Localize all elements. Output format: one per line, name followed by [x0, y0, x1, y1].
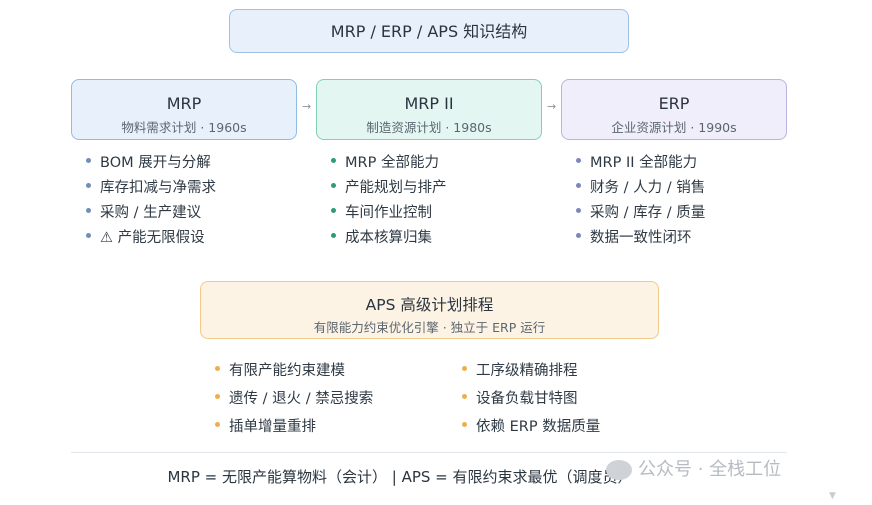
bullet-dot — [576, 208, 581, 213]
mrp2-box: MRP II 制造资源计划 · 1980s — [316, 79, 542, 140]
diagram-title: MRP / ERP / APS 知识结构 — [330, 22, 528, 41]
bullet-dot — [331, 233, 336, 238]
bullet-dot — [215, 422, 220, 427]
bullet-dot — [86, 208, 91, 213]
list-item: 采购 / 生产建议 — [86, 201, 216, 226]
list-item: MRP II 全部能力 — [576, 151, 705, 176]
bullet-dot — [331, 158, 336, 163]
bullet-dot — [86, 233, 91, 238]
arrow-mrp-to-mrp2: → — [302, 100, 312, 113]
aps-feature-list-right: 工序级精确排程 设备负载甘特图 依赖 ERP 数据质量 — [462, 357, 600, 441]
list-item: 库存扣减与净需求 — [86, 176, 216, 201]
bullet-dot — [462, 366, 467, 371]
list-item: 遗传 / 退火 / 禁忌搜索 — [215, 385, 373, 413]
aps-heading: APS 高级计划排程 — [365, 296, 494, 314]
warning-item: ⚠ 产能无限假设 — [100, 230, 205, 246]
erp-heading: ERP — [658, 94, 690, 113]
mrp-subtitle: 物料需求计划 · 1960s — [121, 120, 247, 135]
mrp-box: MRP 物料需求计划 · 1960s — [71, 79, 297, 140]
list-item: 车间作业控制 — [331, 201, 447, 226]
wechat-icon — [606, 460, 632, 480]
bullet-dot — [86, 158, 91, 163]
list-item: 设备负载甘特图 — [462, 385, 600, 413]
list-item: 插单增量重排 — [215, 413, 373, 441]
scroll-down-icon[interactable]: ▼ — [829, 491, 836, 501]
list-item: 成本核算归集 — [331, 226, 447, 251]
list-item: 产能规划与排产 — [331, 176, 447, 201]
mrp2-feature-list: MRP 全部能力 产能规划与排产 车间作业控制 成本核算归集 — [331, 151, 447, 251]
list-item: BOM 展开与分解 — [86, 151, 216, 176]
mrp2-subtitle: 制造资源计划 · 1980s — [366, 120, 492, 135]
bullet-dot — [86, 183, 91, 188]
aps-subtitle: 有限能力约束优化引擎 · 独立于 ERP 运行 — [313, 320, 546, 335]
erp-feature-list: MRP II 全部能力 财务 / 人力 / 销售 采购 / 库存 / 质量 数据… — [576, 151, 705, 251]
footer-divider — [71, 452, 787, 453]
list-item: 依赖 ERP 数据质量 — [462, 413, 600, 441]
bullet-dot — [576, 158, 581, 163]
list-item: 工序级精确排程 — [462, 357, 600, 385]
arrow-mrp2-to-erp: → — [547, 100, 557, 113]
aps-feature-list-left: 有限产能约束建模 遗传 / 退火 / 禁忌搜索 插单增量重排 — [215, 357, 373, 441]
diagram-title-box: MRP / ERP / APS 知识结构 — [229, 9, 629, 53]
footer-summary: MRP = 无限产能算物料（会计） | APS = 有限约束求最优（调度员） — [167, 468, 633, 486]
list-item: 有限产能约束建模 — [215, 357, 373, 385]
bullet-dot — [462, 394, 467, 399]
bullet-dot — [215, 394, 220, 399]
list-item: 数据一致性闭环 — [576, 226, 705, 251]
list-item: 财务 / 人力 / 销售 — [576, 176, 705, 201]
bullet-dot — [576, 183, 581, 188]
watermark-text: 公众号 · 全栈工位 — [638, 459, 782, 480]
mrp-feature-list: BOM 展开与分解 库存扣减与净需求 采购 / 生产建议 ⚠ 产能无限假设 — [86, 151, 216, 251]
list-item: MRP 全部能力 — [331, 151, 447, 176]
bullet-dot — [215, 366, 220, 371]
bullet-dot — [576, 233, 581, 238]
bullet-dot — [462, 422, 467, 427]
erp-subtitle: 企业资源计划 · 1990s — [611, 120, 737, 135]
watermark: 公众号 · 全栈工位 — [606, 455, 781, 481]
list-item: ⚠ 产能无限假设 — [86, 226, 216, 251]
bullet-dot — [331, 183, 336, 188]
mrp-heading: MRP — [166, 94, 202, 113]
aps-box: APS 高级计划排程 有限能力约束优化引擎 · 独立于 ERP 运行 — [200, 281, 659, 339]
bullet-dot — [331, 208, 336, 213]
mrp2-heading: MRP II — [404, 94, 454, 113]
list-item: 采购 / 库存 / 质量 — [576, 201, 705, 226]
erp-box: ERP 企业资源计划 · 1990s — [561, 79, 787, 140]
